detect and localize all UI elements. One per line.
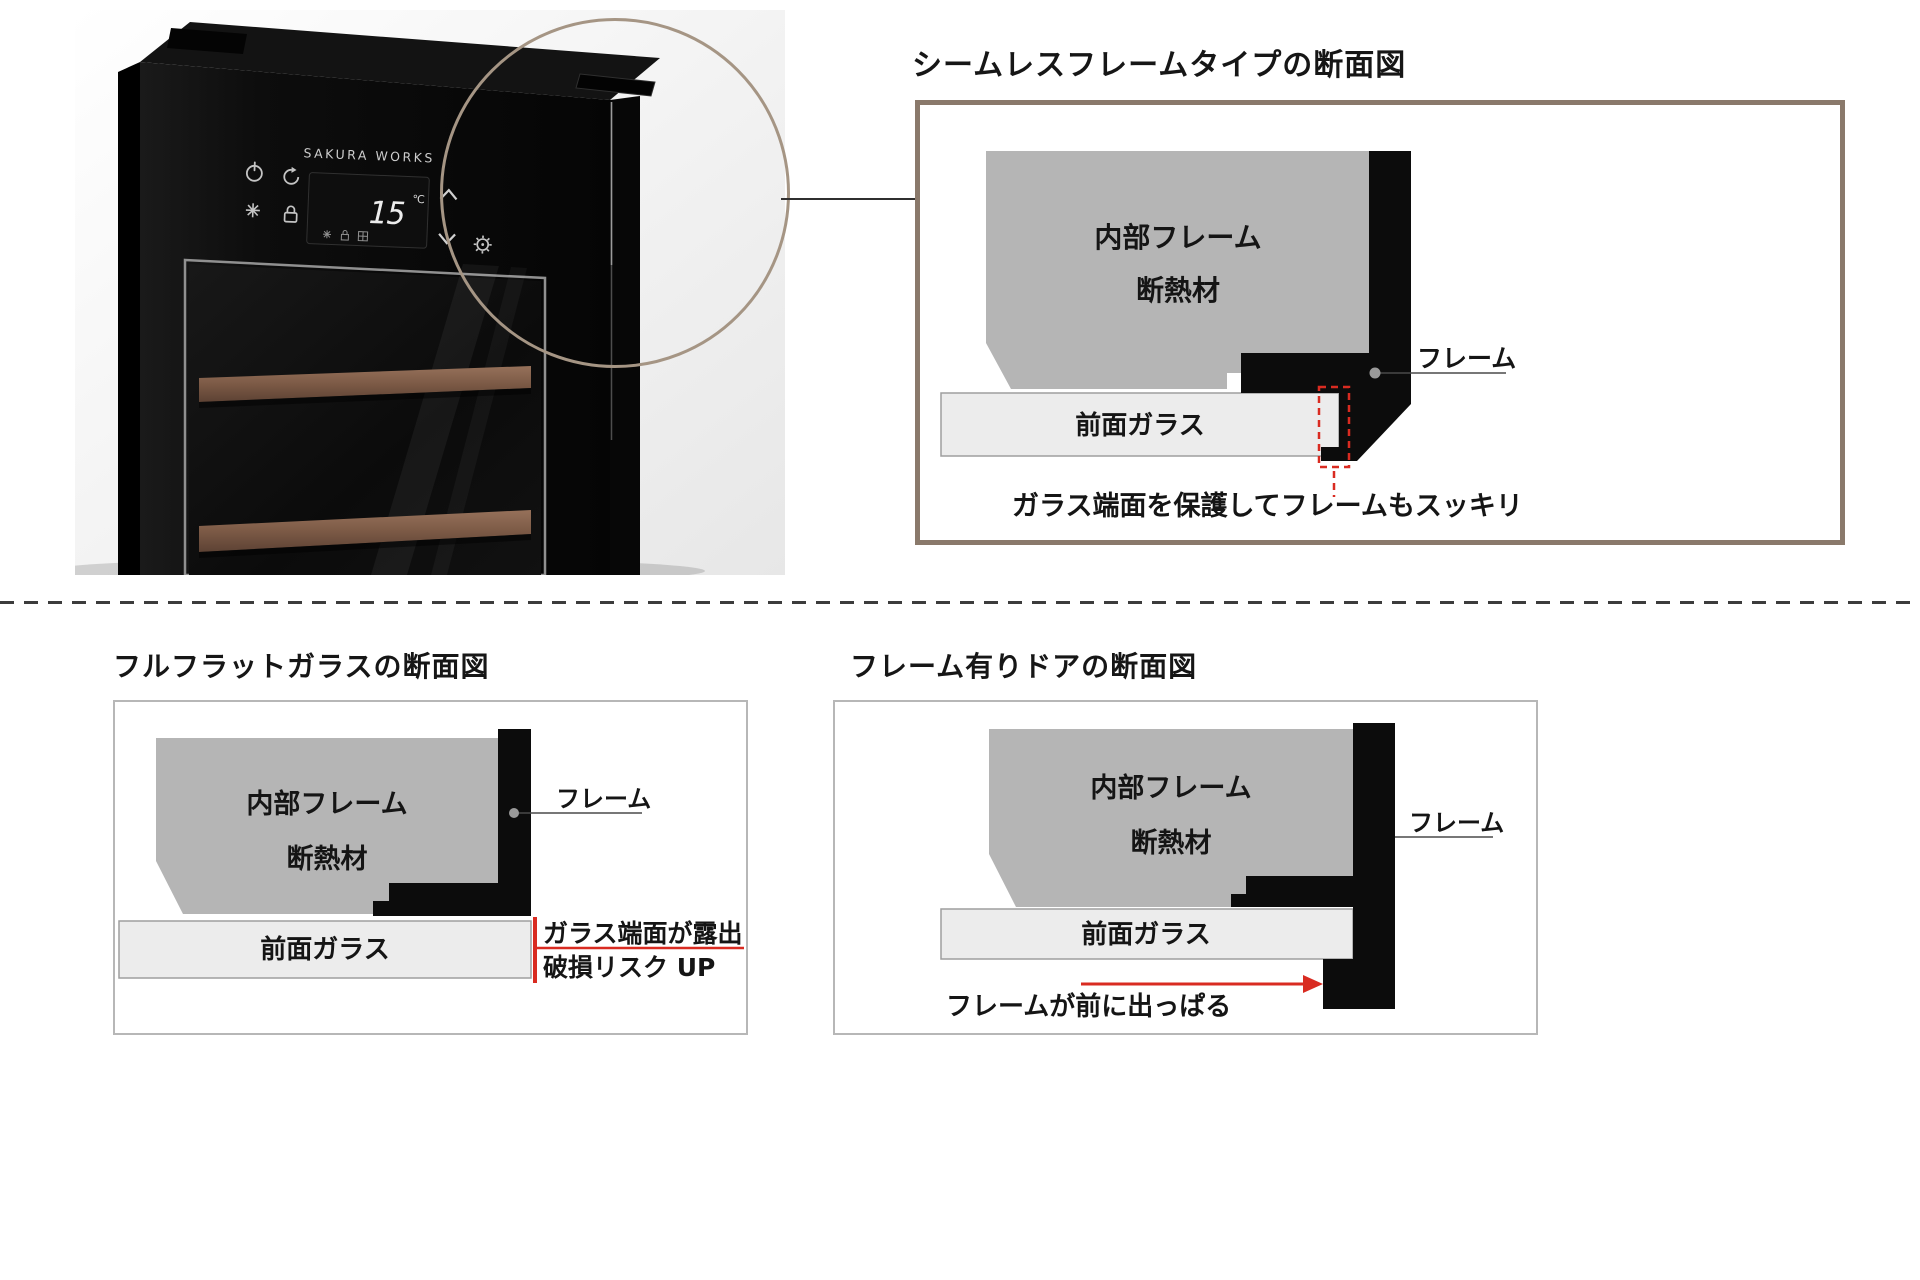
- frame-label: フレーム: [556, 785, 651, 813]
- snowflake-icon[interactable]: [245, 203, 261, 218]
- door-frame-shape: [1323, 723, 1395, 1009]
- control-panel: SAKURA WORKS 15 ℃: [245, 145, 492, 254]
- frame-label: フレーム: [1409, 809, 1504, 837]
- cabinet-left-side: [118, 62, 140, 575]
- frame-leader-dot: [1369, 367, 1381, 379]
- protrusion-note: フレームが前に出っぱる: [946, 991, 1231, 1022]
- refresh-icon[interactable]: [283, 166, 300, 185]
- glass-edge-highlight: [1317, 385, 1351, 469]
- front-glass-shape: [940, 908, 1354, 960]
- section-separator: [0, 601, 1920, 604]
- insulation-label: 断熱材: [1136, 274, 1220, 307]
- door-frame-trim: [183, 258, 547, 575]
- lock-icon[interactable]: [283, 205, 298, 223]
- wine-shelf: [199, 366, 531, 402]
- front-glass-label: 前面ガラス: [260, 934, 389, 965]
- door-frame-shape: [373, 729, 531, 916]
- snowflake-mini-icon: [322, 230, 332, 239]
- hinge-cover: [167, 28, 247, 54]
- connector-line: [781, 198, 915, 200]
- lock-mini-icon: [340, 230, 350, 241]
- glass-door[interactable]: [183, 258, 547, 575]
- front-glass-shape: [118, 920, 532, 979]
- magnifier-circle: [440, 18, 790, 368]
- inner-frame-label: 内部フレーム: [1090, 772, 1251, 804]
- door-frame-shape: [1241, 151, 1411, 461]
- insulation-shape: [986, 151, 1369, 389]
- framed-title: フレーム有りドアの断面図: [850, 650, 1198, 683]
- fullflat-diagram: 内部フレーム 断熱材 前面ガラス フレーム ガラス端面が露出 破損リスク UP: [118, 729, 744, 983]
- front-glass-label: 前面ガラス: [1081, 919, 1210, 950]
- framed-diagram-box: 内部フレーム 断熱材 前面ガラス フレーム フレームが前に出っぱる: [833, 700, 1538, 1035]
- framed-diagram: 内部フレーム 断熱材 前面ガラス フレーム フレームが前に出っぱる: [940, 723, 1504, 1022]
- insulation-label: 断熱材: [1131, 828, 1212, 859]
- inner-frame-label: 内部フレーム: [1094, 221, 1261, 254]
- door-frame-arm-shape: [1231, 876, 1353, 907]
- seamless-diagram-box: 内部フレーム 断熱材 前面ガラス フレーム ガラス端面を保護してフレームもスッキ…: [915, 100, 1845, 545]
- grid-mini-icon: [357, 231, 369, 242]
- insulation-shape: [989, 729, 1353, 907]
- glass-edge-marker: [533, 917, 537, 983]
- risk-note-line2: 破損リスク UP: [543, 953, 715, 982]
- frame-leader-dot: [509, 808, 519, 818]
- fullflat-diagram-box: 内部フレーム 断熱材 前面ガラス フレーム ガラス端面が露出 破損リスク UP: [113, 700, 748, 1035]
- display-status-icons: [322, 230, 369, 242]
- temp-unit: ℃: [412, 193, 425, 206]
- glass-reflection: [431, 267, 527, 575]
- risk-note-line1: ガラス端面が露出: [543, 919, 743, 948]
- glass-reflection: [371, 264, 499, 575]
- seamless-caption: ガラス端面を保護してフレームもスッキリ: [1012, 490, 1523, 522]
- shelf-shadow: [199, 534, 531, 558]
- power-icon[interactable]: [245, 161, 263, 182]
- frame-label: フレーム: [1417, 344, 1516, 373]
- wine-shelf: [199, 510, 531, 552]
- front-glass-label: 前面ガラス: [1075, 410, 1204, 441]
- insulation-shape: [156, 738, 498, 914]
- fullflat-title: フルフラットガラスの断面図: [113, 650, 490, 683]
- temp-value: 15: [368, 195, 407, 232]
- front-glass-shape: [940, 392, 1340, 457]
- temperature-display: [306, 172, 430, 249]
- inner-frame-label: 内部フレーム: [246, 788, 407, 820]
- shelf-shadow: [199, 388, 531, 408]
- insulation-label: 断熱材: [287, 844, 368, 875]
- door-glass: [189, 264, 541, 575]
- seamless-title: シームレスフレームタイプの断面図: [912, 48, 1407, 83]
- brand-logo: SAKURA WORKS: [303, 145, 435, 165]
- seamless-diagram: 内部フレーム 断熱材 前面ガラス フレーム ガラス端面を保護してフレームもスッキ…: [940, 151, 1523, 522]
- protrusion-arrowhead: [1303, 975, 1323, 993]
